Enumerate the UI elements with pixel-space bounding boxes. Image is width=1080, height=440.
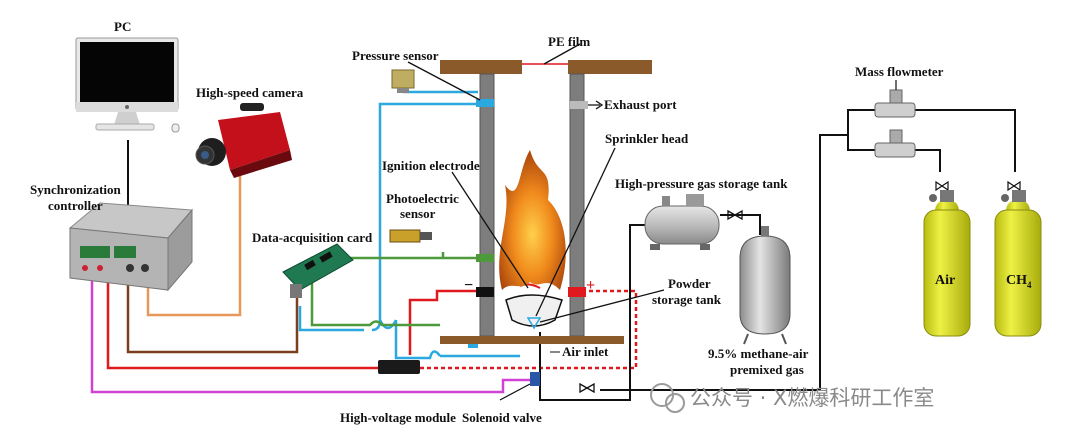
synchronization-controller xyxy=(68,202,194,292)
solenoid-valve-body xyxy=(530,372,540,386)
label-powder-line1: Powder xyxy=(668,276,711,291)
label-premix-line1: 9.5% methane-air xyxy=(708,346,809,361)
label-hp-tank: High-pressure gas storage tank xyxy=(615,176,788,191)
combustion-chamber xyxy=(440,60,652,348)
exhaust-arrow xyxy=(588,100,604,110)
data-acquisition-card xyxy=(282,243,354,298)
green-wire xyxy=(310,252,478,327)
label-high-speed-camera: High-speed camera xyxy=(196,85,304,100)
label-sync-line2: controller xyxy=(48,198,103,213)
label-sprinkler: Sprinkler head xyxy=(605,131,689,146)
gas-line-to-flowmeter xyxy=(600,109,875,391)
label-sync-line1: Synchronization xyxy=(30,182,122,197)
red-wire-controller xyxy=(106,275,378,370)
premixed-gas-tank xyxy=(739,226,791,345)
label-ch4-main: CH xyxy=(1006,273,1027,288)
air-cylinder xyxy=(923,180,971,337)
label-premix-line2: premixed gas xyxy=(730,362,804,377)
pe-film-pointer xyxy=(543,43,581,65)
pointer-solenoid xyxy=(499,383,531,401)
label-ch4-sub: 4 xyxy=(1027,280,1032,290)
label-solenoid: Solenoid valve xyxy=(462,410,542,425)
label-pe-film: PE film xyxy=(548,34,590,49)
blue-wire-loop xyxy=(378,319,442,360)
label-photo-line2: sensor xyxy=(400,206,436,221)
mass-flowmeter-bottom xyxy=(874,129,916,158)
brown-wire xyxy=(126,275,299,354)
pc-monitor xyxy=(75,37,180,133)
red-wire-electrode xyxy=(408,289,476,355)
magenta-wire xyxy=(90,275,532,394)
ignition-pointer xyxy=(451,171,529,289)
powder-pointer xyxy=(539,289,665,323)
mass-flowmeter-top xyxy=(874,89,916,118)
pressure-sensor-device xyxy=(391,69,415,93)
label-photo-line1: Photoelectric xyxy=(386,191,459,206)
flame xyxy=(499,150,566,290)
label-air-inlet: Air inlet xyxy=(562,344,609,359)
pressure-pointer xyxy=(407,61,481,101)
line-valve xyxy=(579,382,595,394)
gas-line-hp-to-premix xyxy=(720,214,761,235)
watermark-text: 公众号 · X燃爆科研工作室 xyxy=(690,386,934,410)
gas-line-flowmeter-out xyxy=(915,109,1016,172)
label-air: Air xyxy=(935,273,955,288)
label-pressure-sensor: Pressure sensor xyxy=(352,48,439,63)
label-hv-module: High-voltage module xyxy=(340,410,456,425)
high-voltage-module-box xyxy=(378,360,420,374)
label-minus: − xyxy=(464,277,473,294)
red-dotted-wire xyxy=(420,289,638,370)
photoelectric-sensor-device xyxy=(389,229,432,243)
ch4-cylinder xyxy=(994,180,1042,337)
watermark: 公众号 · X燃爆科研工作室 xyxy=(650,383,934,413)
orange-wire xyxy=(146,175,242,317)
label-flowmeter: Mass flowmeter xyxy=(855,64,944,79)
label-ch4: CH4 xyxy=(1006,273,1032,290)
sprinkler-pointer xyxy=(535,147,616,317)
label-exhaust: Exhaust port xyxy=(604,97,677,112)
high-speed-camera xyxy=(195,103,292,178)
blue-wire xyxy=(298,90,479,332)
label-pc: PC xyxy=(114,19,131,34)
hp-valve xyxy=(727,209,743,221)
label-plus: + xyxy=(586,277,595,294)
high-pressure-tank xyxy=(644,194,720,250)
label-daq: Data-acquisition card xyxy=(252,230,373,245)
label-ignition: Ignition electrode xyxy=(382,158,480,173)
label-powder-line2: storage tank xyxy=(652,292,722,307)
